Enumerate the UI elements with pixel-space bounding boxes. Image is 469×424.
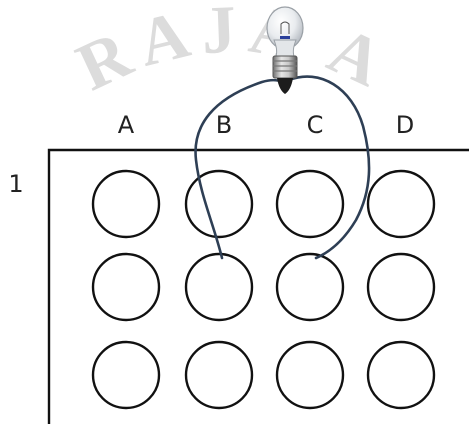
well-b3: [186, 342, 252, 408]
column-label-d: D: [396, 111, 414, 139]
well-a2: [93, 254, 159, 320]
well-a3: [93, 342, 159, 408]
column-label-b: B: [216, 111, 232, 139]
column-label-c: C: [307, 111, 324, 139]
row-label-1: 1: [8, 170, 23, 198]
well-c3: [277, 342, 343, 408]
well-b2: [186, 254, 252, 320]
well-d2: [368, 254, 434, 320]
well-d3: [368, 342, 434, 408]
column-label-a: A: [118, 111, 135, 139]
well-b1: [186, 171, 252, 237]
well-c1: [277, 171, 343, 237]
well-d1: [368, 171, 434, 237]
well-c2: [277, 254, 343, 320]
well-a1: [93, 171, 159, 237]
